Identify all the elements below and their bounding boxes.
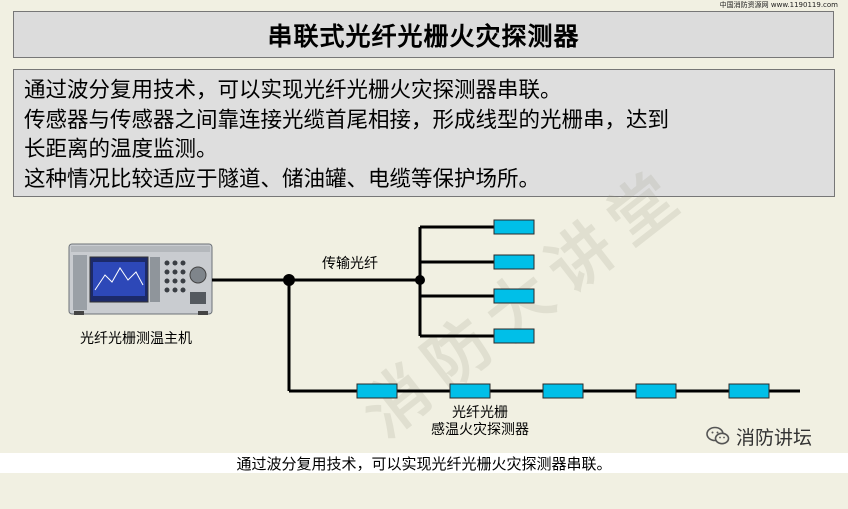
host-label: 光纤光栅测温主机 xyxy=(80,331,192,347)
slide-title: 串联式光纤光栅火灾探测器 xyxy=(13,11,834,58)
series-sensor xyxy=(356,383,398,399)
topology-diagram xyxy=(68,219,800,399)
site-watermark: 中国消防资源网 www.1190119.com xyxy=(719,1,838,9)
description-box: 通过波分复用技术，可以实现光纤光栅火灾探测器串联。 传感器与传感器之间靠连接光缆… xyxy=(13,69,835,197)
series-sensor xyxy=(449,383,491,399)
fiber-label: 传输光纤 xyxy=(322,256,378,272)
description-line: 传感器与传感器之间靠连接光缆首尾相接，形成线型的光栅串，达到 xyxy=(24,107,670,133)
junction-node xyxy=(415,275,425,285)
series-sensor xyxy=(635,383,677,399)
wechat-account-name: 消防讲坛 xyxy=(736,426,813,449)
description-line: 长距离的温度监测。 xyxy=(24,137,218,162)
branch-sensor xyxy=(493,328,535,344)
branch-sensor xyxy=(493,254,535,270)
host-instrument-icon xyxy=(68,243,213,315)
sensor-label-line1: 光纤光栅 xyxy=(452,405,508,421)
branch-sensor xyxy=(493,219,535,235)
caption-strip xyxy=(0,453,848,473)
wechat-account: 消防讲坛 xyxy=(706,424,813,449)
junction-node xyxy=(283,274,295,286)
fiber-lines xyxy=(212,225,800,393)
sensor-label: 光纤光栅 感温火灾探测器 xyxy=(410,405,550,439)
caption: 通过波分复用技术，可以实现光纤光栅火灾探测器串联。 xyxy=(236,455,612,473)
sensor-label-line2: 感温火灾探测器 xyxy=(431,422,529,438)
branch-sensor xyxy=(493,288,535,304)
description-line: 通过波分复用技术，可以实现光纤光栅火灾探测器串联。 xyxy=(24,78,562,103)
description-line: 这种情况比较适应于隧道、储油罐、电缆等保护场所。 xyxy=(24,166,541,192)
series-sensor xyxy=(542,383,584,399)
wechat-icon xyxy=(706,426,730,445)
series-sensor xyxy=(728,383,770,399)
